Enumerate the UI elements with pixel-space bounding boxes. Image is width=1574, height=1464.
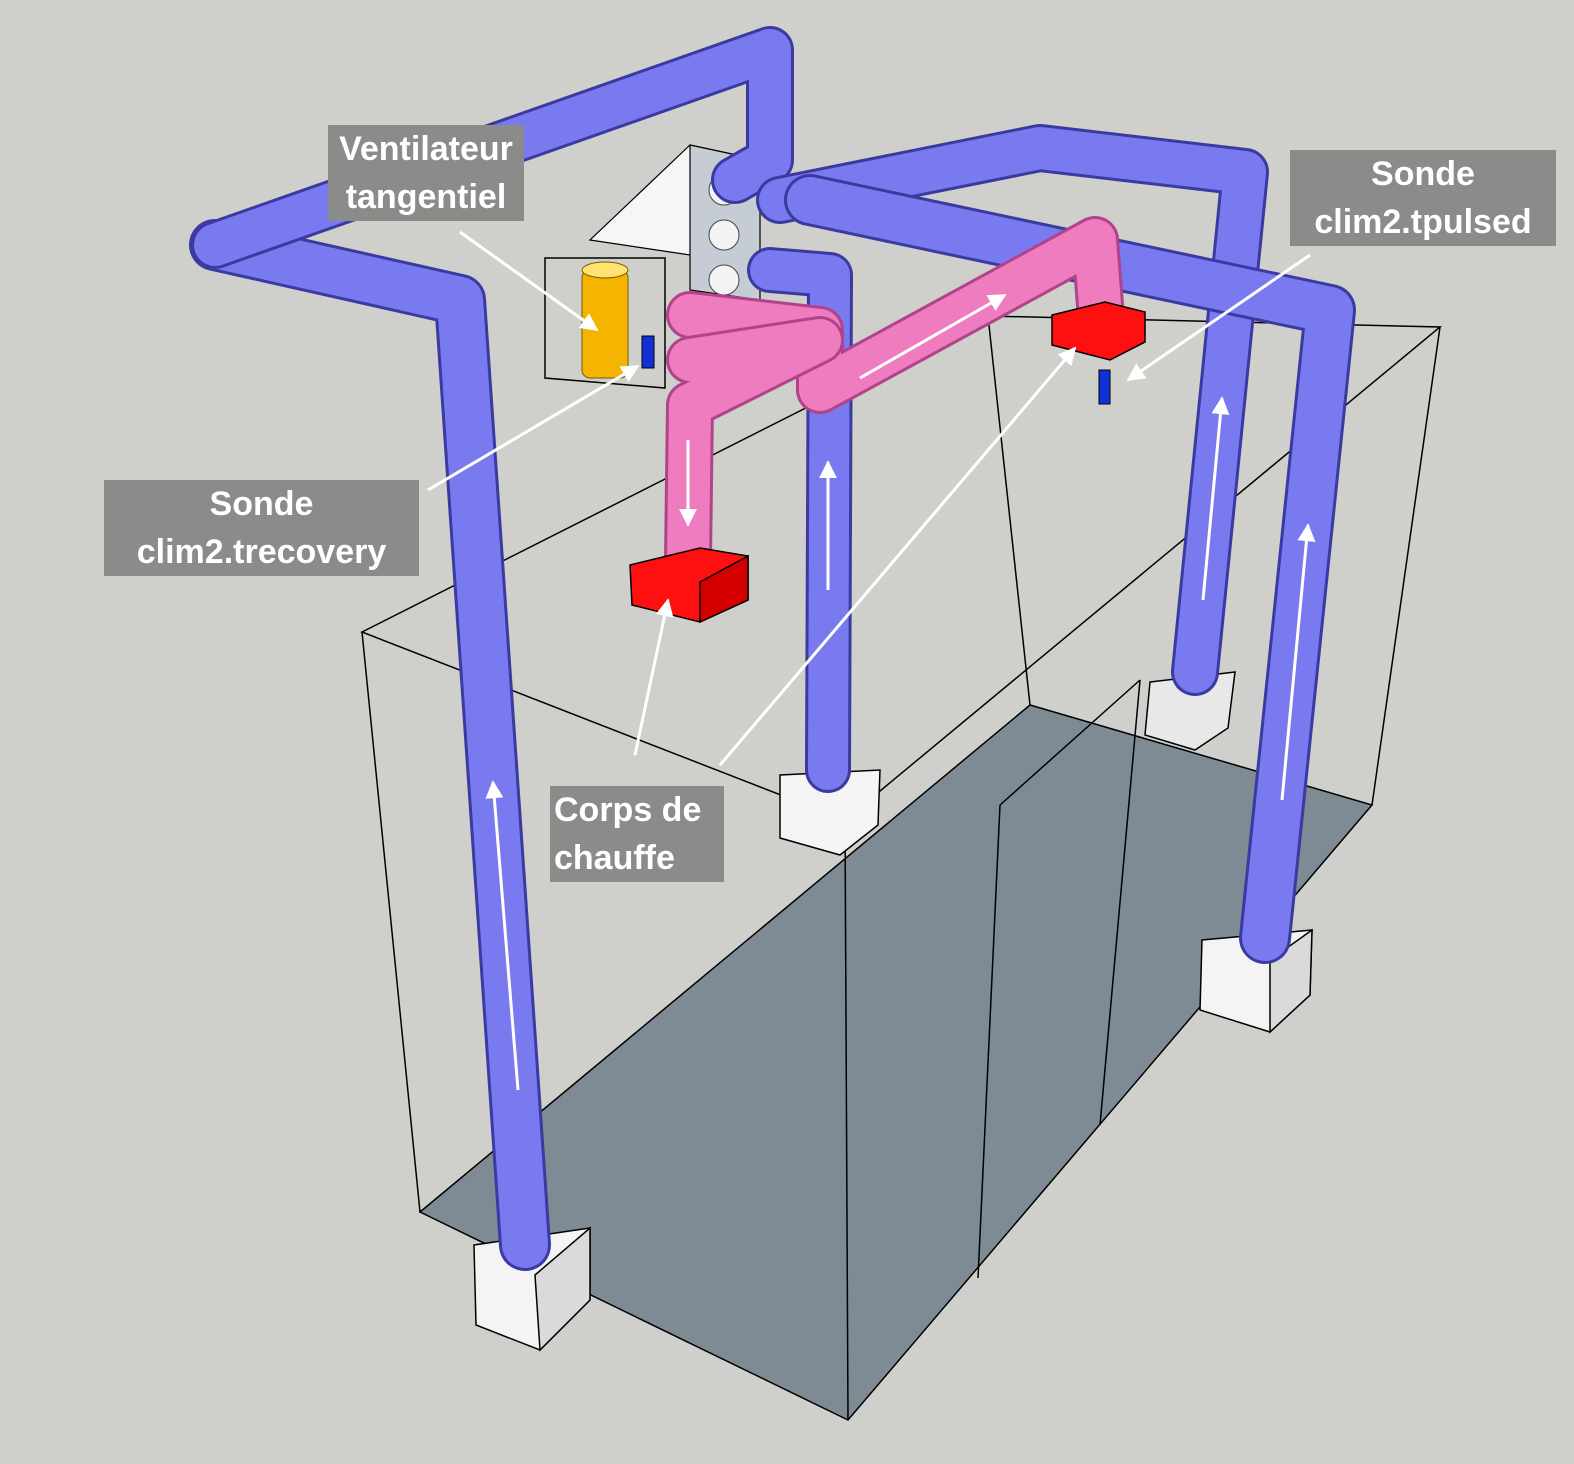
base-block-back [1144, 671, 1236, 751]
label-trecovery-line2: clim2.trecovery [136, 533, 387, 571]
label-corps-de-chauffe: Corps de chauffe [550, 786, 724, 882]
heater-back [1051, 301, 1146, 361]
label-tpulsed-line2: clim2.tpulsed [1314, 203, 1532, 241]
label-sonde-trecovery: Sonde clim2.trecovery [104, 480, 419, 576]
label-ventilateur-line2: tangentiel [345, 178, 507, 216]
base-block-front-left [473, 1226, 591, 1352]
label-ventilateur-tangentiel: Ventilateur tangentiel [328, 125, 524, 221]
label-sonde-tpulsed: Sonde clim2.tpulsed [1290, 150, 1556, 246]
heater-front [629, 547, 749, 624]
label-chauffe-line2: chauffe [554, 839, 675, 877]
base-block-mid [779, 769, 881, 856]
label-chauffe-line1: Corps de [554, 791, 702, 829]
probe-tpulsed [1098, 369, 1111, 405]
flow-arrows [485, 293, 1316, 1091]
label-trecovery-line1: Sonde [209, 485, 314, 523]
leader-lines [427, 230, 1311, 766]
room-wireframe [360, 315, 1443, 1421]
label-ventilateur-line1: Ventilateur [339, 130, 513, 168]
label-tpulsed-line1: Sonde [1371, 155, 1475, 193]
fan-cylinder [581, 261, 629, 379]
probe-trecovery [641, 335, 655, 369]
